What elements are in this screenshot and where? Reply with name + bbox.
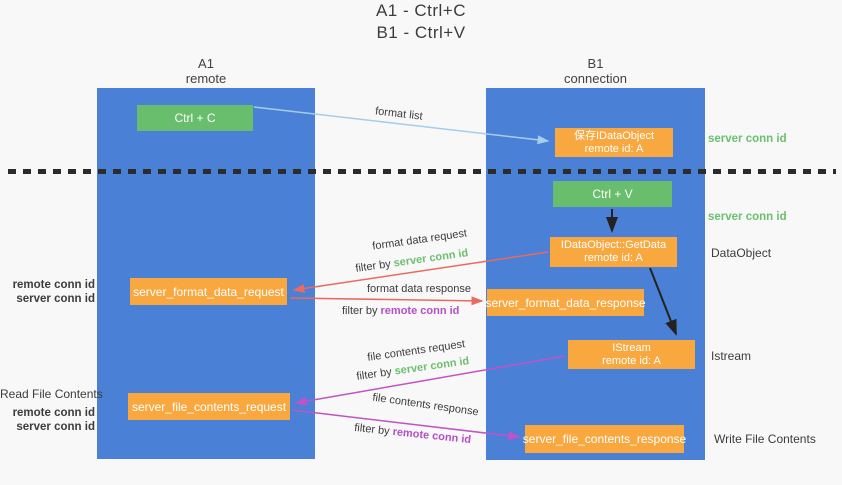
node-save-idataobject-line1: 保存IDataObject — [573, 129, 655, 142]
side-label-conn-ids-format: remote conn id server conn id — [0, 278, 95, 306]
side-label-remote-conn-id-1: remote conn id — [12, 279, 95, 291]
lane-b1-sub: connection — [564, 71, 627, 86]
side-label-dataobject: DataObject — [711, 246, 772, 260]
side-label-server-conn-id-top: server conn id — [708, 133, 787, 145]
edge-label-filter-by-server-conn-id-1: filter by server conn id — [355, 247, 469, 275]
edge-label-filter-by-remote-conn-id-2: filter by remote conn id — [354, 422, 472, 446]
title-line-b1: B1 - Ctrl+V — [376, 23, 466, 42]
server-conn-id-text: server conn id — [392, 247, 470, 270]
node-istream: IStream remote id: A — [568, 340, 695, 369]
node-getdata-line2: remote id: A — [584, 252, 643, 264]
node-server-format-data-request: server_format_data_request — [130, 278, 287, 305]
node-ctrl-v: Ctrl + V — [553, 181, 672, 207]
node-ctrl-c-label: Ctrl + C — [174, 111, 216, 125]
node-save-idataobject: 保存IDataObject remote id: A — [555, 128, 673, 157]
side-label-server-conn-id-mid: server conn id — [708, 211, 787, 223]
node-ctrl-c: Ctrl + C — [137, 105, 253, 131]
node-server-format-data-response: server_format_data_response — [485, 289, 646, 316]
node-idataobject-getdata: IDataObject::GetData remote id: A — [550, 237, 677, 267]
side-label-istream: Istream — [711, 349, 752, 363]
arrow-format-data-response — [289, 296, 484, 306]
node-ctrl-v-label: Ctrl + V — [592, 187, 633, 201]
node-server-file-contents-response: server_file_contents_response — [522, 425, 687, 453]
edge-label-format-list: format list — [374, 105, 424, 123]
lane-a1-name: A1 — [198, 56, 214, 71]
edge-label-filter-by-remote-conn-id-1: filter by remote conn id — [342, 305, 459, 317]
edge-label-format-data-response: format data response — [367, 283, 471, 295]
side-label-conn-ids-file: remote conn id server conn id — [0, 406, 95, 434]
filter-by-text: filter by — [354, 258, 392, 275]
lane-header-b1-connection: B1 connection — [486, 56, 705, 86]
remote-conn-id-text: remote conn id — [380, 305, 460, 317]
filter-by-text: filter by — [355, 366, 393, 383]
side-label-read-file-contents: Read File Contents — [0, 387, 103, 401]
lane-header-a1-remote: A1 remote — [97, 56, 315, 86]
side-label-server-conn-id-2: server conn id — [16, 421, 95, 433]
node-file-request-label: server_file_contents_request — [131, 399, 287, 414]
node-file-response-label: server_file_contents_response — [522, 432, 687, 446]
node-format-response-label: server_format_data_response — [485, 295, 646, 310]
side-label-remote-conn-id-2: remote conn id — [12, 407, 95, 419]
filter-by-text: filter by — [342, 305, 378, 317]
edge-label-file-contents-response: file contents response — [371, 391, 480, 419]
filter-by-text: filter by — [353, 421, 391, 438]
session-divider-dotted-line — [8, 169, 836, 174]
node-getdata-line1: IDataObject::GetData — [560, 239, 667, 251]
node-format-request-label: server_format_data_request — [133, 284, 284, 299]
title-line-a1: A1 - Ctrl+C — [375, 1, 467, 20]
lane-a1-sub: remote — [185, 71, 227, 86]
node-istream-line2: remote id: A — [602, 354, 661, 367]
node-istream-line1: IStream — [612, 341, 651, 354]
side-label-server-conn-id-1: server conn id — [16, 293, 95, 305]
remote-conn-id-text: remote conn id — [392, 425, 472, 447]
diagram-title: A1 - Ctrl+C B1 - Ctrl+V — [0, 0, 842, 44]
node-server-file-contents-request: server_file_contents_request — [128, 393, 290, 420]
lane-b1-name: B1 — [587, 56, 604, 71]
side-label-write-file-contents: Write File Contents — [714, 432, 816, 446]
node-save-idataobject-line2: remote id: A — [584, 142, 644, 155]
